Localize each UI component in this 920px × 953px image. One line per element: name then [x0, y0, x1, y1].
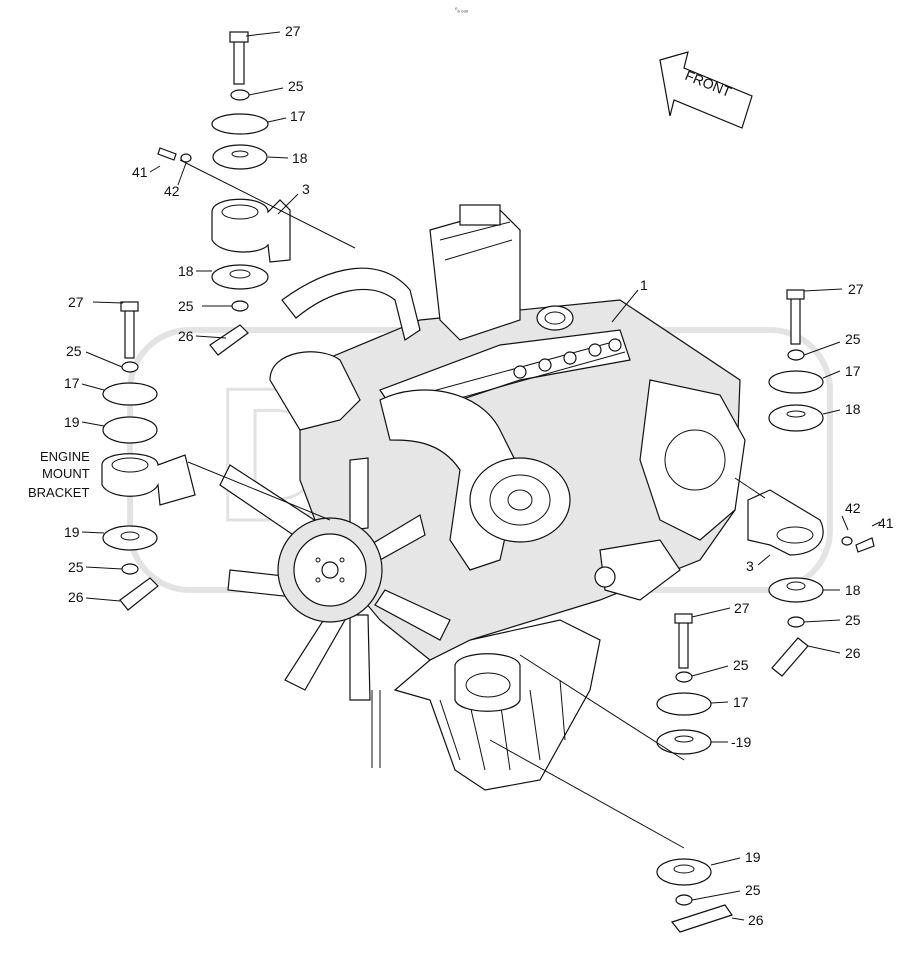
callout-17-right: 17 [845, 363, 861, 379]
callout-18-top: 18 [292, 150, 308, 166]
callout-25-left: 25 [66, 343, 82, 359]
engine-assembly [269, 204, 746, 791]
engine-mount-bracket-label-2: MOUNT [42, 466, 90, 481]
engine-mount-bracket-label-1: ENGINE [40, 449, 90, 464]
callout-1-engine: 1 [640, 277, 648, 293]
callout-17-left: 17 [64, 375, 80, 391]
callout-25-left-b: 25 [68, 559, 84, 575]
callout-25-right-b: 25 [845, 612, 861, 628]
mount-stack-top-left [157, 31, 356, 356]
front-arrow: FRONT [659, 51, 753, 129]
callout-26-right: 26 [845, 645, 861, 661]
callout-19-bottom: -19 [731, 734, 751, 750]
callout-25-bottom: 25 [733, 657, 749, 673]
callout-3-top: 3 [302, 181, 310, 197]
mount-stack-bottom [489, 613, 733, 933]
callout-27-left: 27 [68, 294, 84, 310]
callout-18-top-b: 18 [178, 263, 194, 279]
callout-25-top-b: 25 [178, 298, 194, 314]
callout-3-right: 3 [746, 558, 754, 574]
callout-25-right: 25 [845, 331, 861, 347]
callout-27-top: 27 [285, 23, 301, 39]
callout-17-bottom: 17 [733, 694, 749, 710]
callout-41-right: 41 [878, 515, 894, 531]
callout-42-right: 42 [845, 500, 861, 516]
header-mark: ⁰ₐ ₒₒₒ [455, 7, 469, 14]
callout-19-bottom-b: 19 [745, 849, 761, 865]
mount-stack-left [101, 301, 331, 611]
callout-26-top: 26 [178, 328, 194, 344]
callout-19-left-b: 19 [64, 524, 80, 540]
mount-stack-right [734, 289, 875, 677]
callout-27-bottom: 27 [734, 600, 750, 616]
leader-lines [81, 31, 881, 921]
callout-41-top: 41 [132, 164, 148, 180]
callout-18-right: 18 [845, 401, 861, 417]
callout-18-right-b: 18 [845, 582, 861, 598]
callout-25-top: 25 [288, 78, 304, 94]
callout-42-top: 42 [164, 183, 180, 199]
injectors [513, 338, 622, 379]
callout-labels: 27 25 17 18 41 42 3 18 25 26 27 25 17 19… [28, 23, 894, 928]
callout-27-right: 27 [848, 281, 864, 297]
callout-25-bottom-b: 25 [745, 882, 761, 898]
cooling-fan [219, 457, 451, 701]
engine-mount-bracket-label-3: BRACKET [28, 485, 89, 500]
callout-26-bottom: 26 [748, 912, 764, 928]
callout-19-left: 19 [64, 414, 80, 430]
callout-17-top: 17 [290, 108, 306, 124]
callout-26-left: 26 [68, 589, 84, 605]
